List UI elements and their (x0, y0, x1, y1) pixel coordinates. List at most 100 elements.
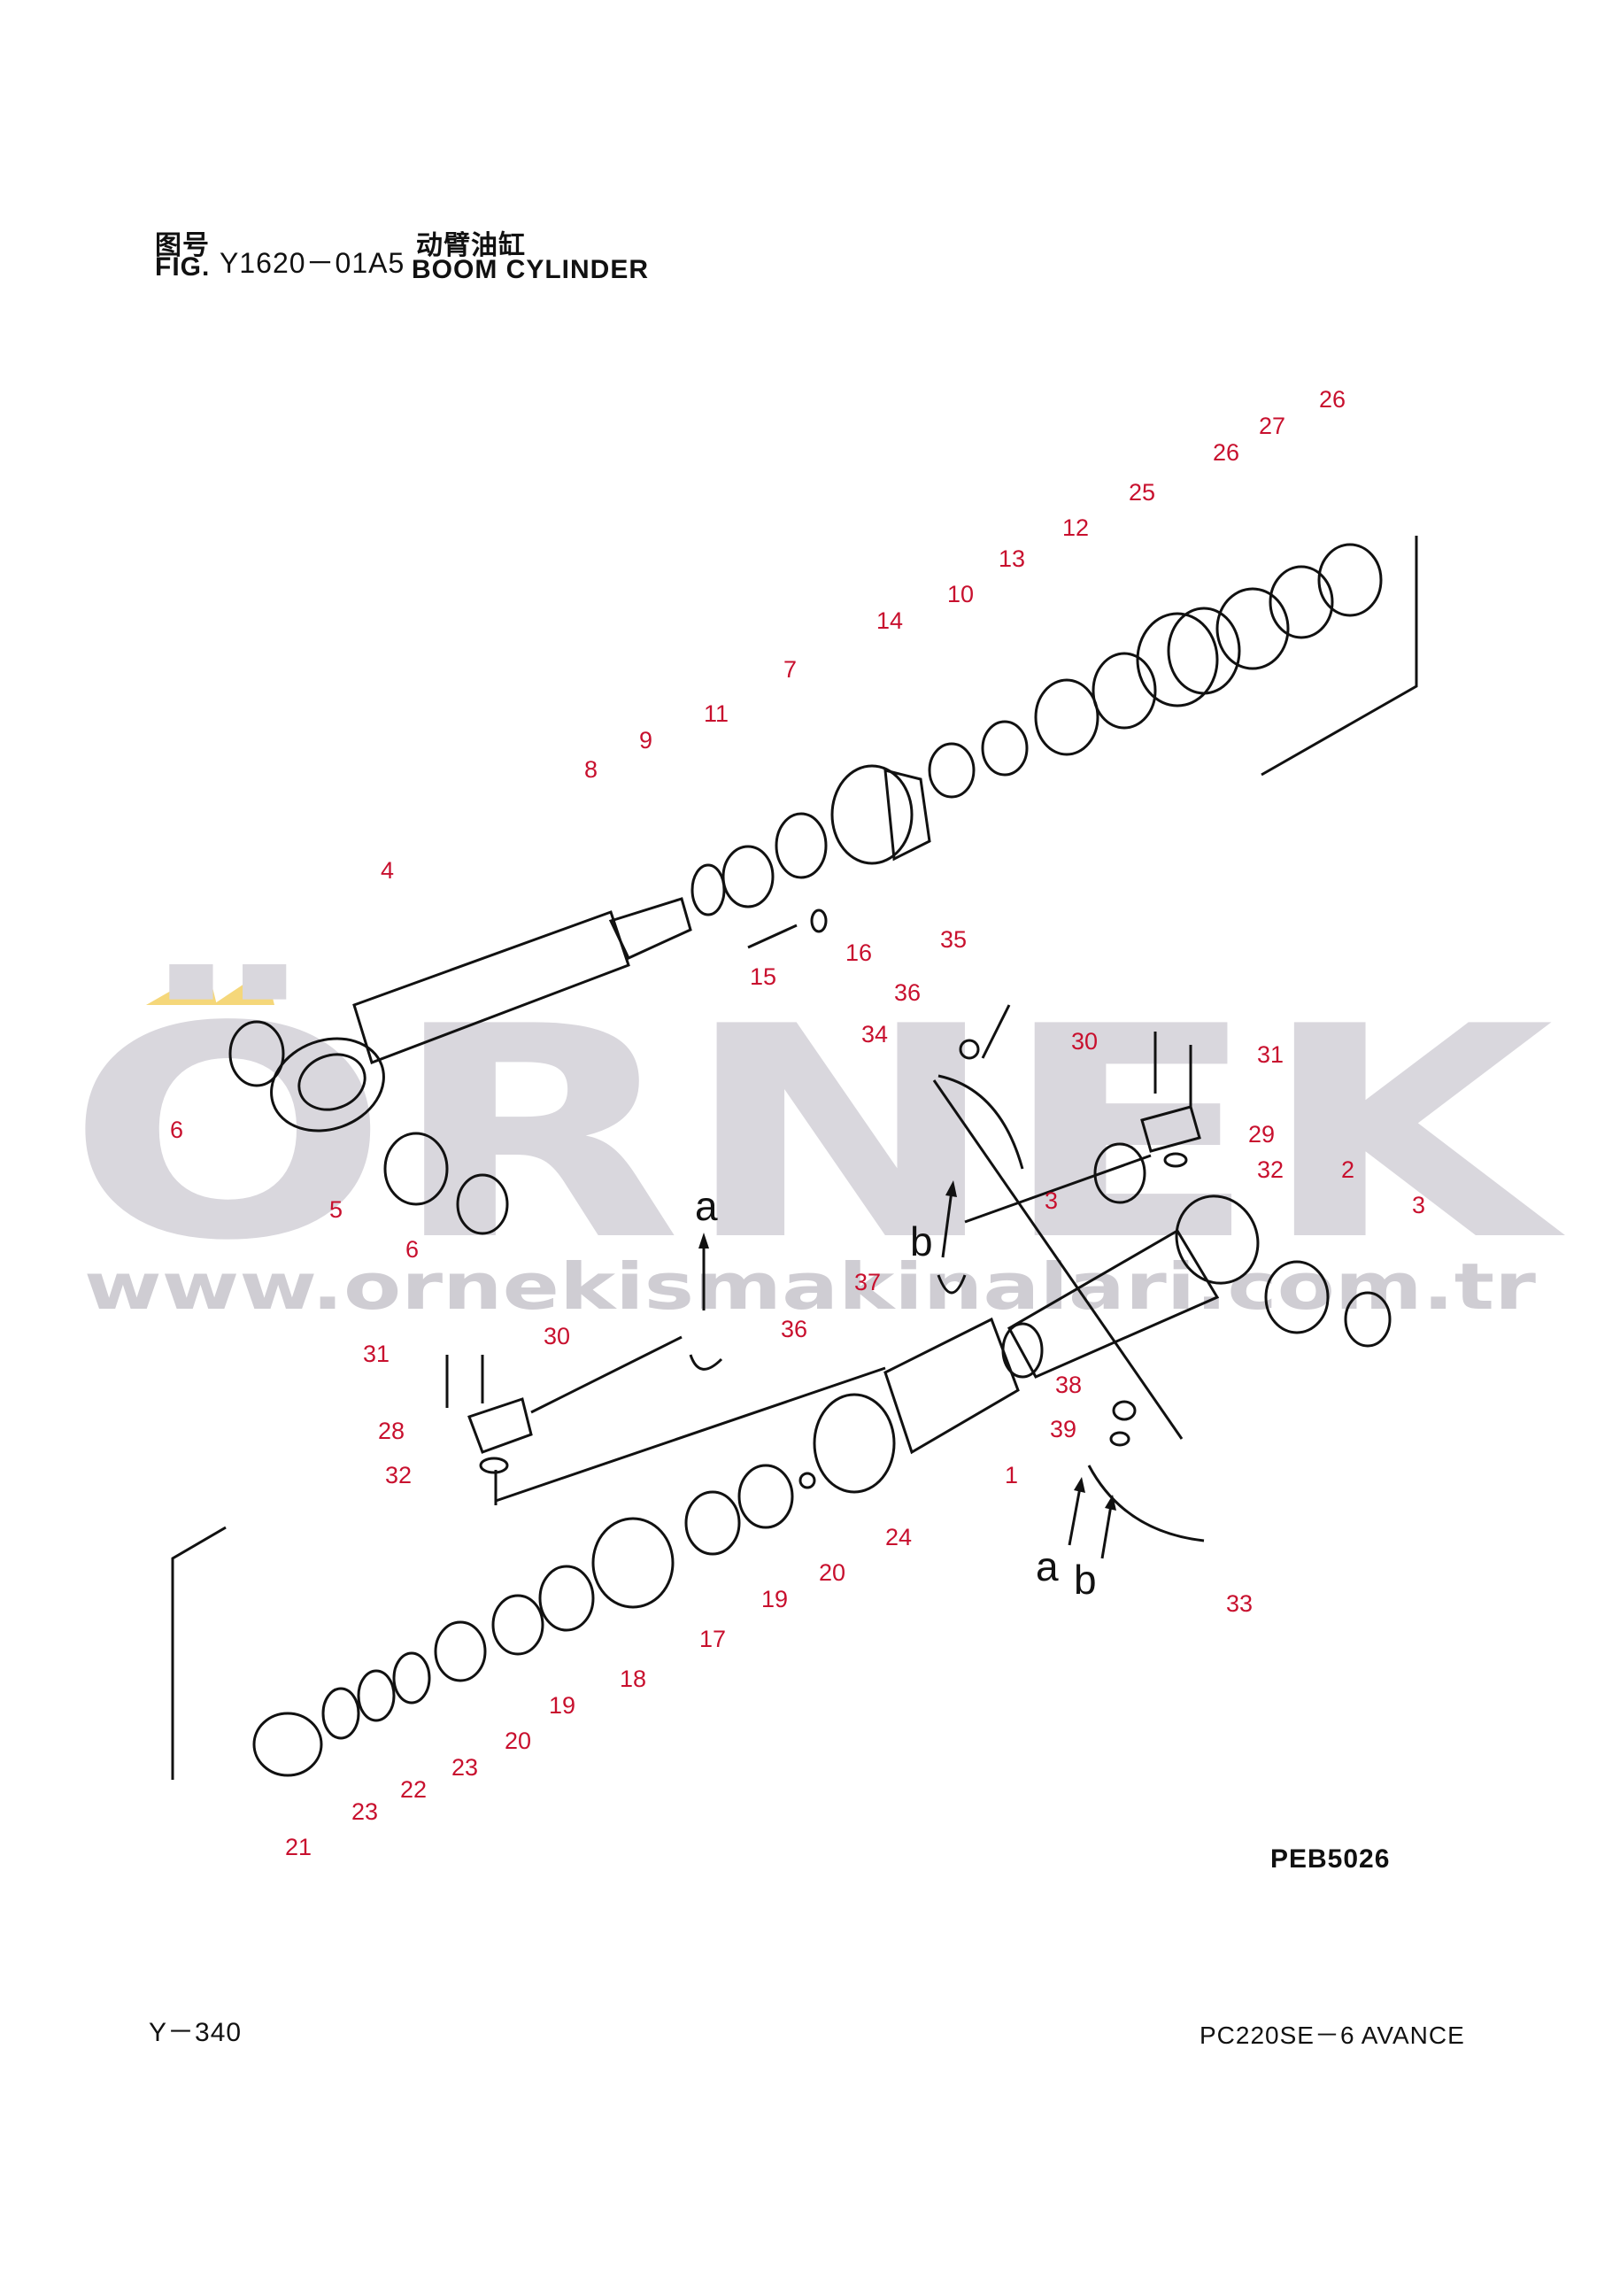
tube-bushing-2 (1264, 1260, 1330, 1334)
part-label: 17 (699, 1626, 726, 1652)
part-label: 6 (405, 1236, 419, 1263)
part-label: 21 (285, 1834, 312, 1860)
rod-body (352, 910, 630, 1064)
arrow-a-bottom (1068, 1487, 1082, 1546)
clip-37 (937, 1274, 967, 1295)
ring-12 (1092, 652, 1157, 730)
snap-ring (690, 863, 726, 916)
watermark-logo: ÖRNEK (66, 962, 1568, 1304)
part-label: 19 (761, 1586, 788, 1612)
part-label: 10 (947, 581, 974, 607)
part-label: 39 (1050, 1416, 1076, 1442)
washer-39 (1109, 1431, 1130, 1447)
fig-label-cn: 图号 (155, 231, 210, 260)
part-label: 3 (1412, 1192, 1425, 1218)
tube-bushing-3b (1093, 1142, 1146, 1204)
arrowhead-b-top (945, 1180, 957, 1197)
part-label: 32 (385, 1462, 412, 1488)
title-en: BOOM CYLINDER (412, 255, 649, 284)
ring-19b (491, 1594, 544, 1656)
watermark-accent-left (146, 970, 217, 1005)
clamp-33 (1087, 1465, 1205, 1542)
part-label: 20 (819, 1559, 845, 1586)
part-label: 23 (451, 1754, 478, 1781)
clamp-34 (937, 1074, 1024, 1170)
part-label: 36 (781, 1316, 807, 1342)
arrowhead-a-bottom (1074, 1477, 1085, 1493)
part-label: 14 (876, 607, 903, 634)
cylinder-tube (1001, 1194, 1260, 1379)
ring-13 (1034, 678, 1099, 756)
clip-36b (689, 1354, 723, 1371)
part-label: 30 (1071, 1028, 1098, 1055)
part-label: 8 (584, 756, 598, 783)
fig-label-en: FIG. (155, 252, 211, 282)
tube-eye (1175, 1194, 1260, 1285)
arrow-b-top (941, 1190, 953, 1258)
reference-letter: a (695, 1183, 718, 1229)
piston-rear (1167, 607, 1241, 695)
frame-line-bottom (171, 1526, 227, 1780)
part-label: 26 (1319, 386, 1346, 413)
part-label: 18 (620, 1666, 646, 1692)
part-label: 22 (400, 1776, 427, 1803)
part-label: 9 (639, 727, 652, 754)
ring-11 (775, 812, 828, 879)
ring-9 (721, 845, 775, 908)
part-label: 19 (549, 1692, 575, 1719)
tube-body (1007, 1228, 1220, 1379)
part-label: 16 (845, 939, 872, 966)
body-flange (813, 1393, 896, 1494)
part-label: 7 (783, 656, 797, 683)
part-label: 5 (329, 1196, 343, 1223)
flange-28 (467, 1397, 533, 1454)
part-label: 26 (1213, 439, 1239, 466)
part-label: 36 (894, 979, 921, 1006)
screw-24 (798, 1472, 816, 1489)
clamp-link (932, 1079, 1184, 1440)
part-label: 31 (363, 1341, 390, 1367)
part-label: 35 (940, 926, 967, 953)
watermark-accent-right (212, 970, 274, 1005)
rod-eye-bore (297, 1053, 366, 1111)
piston-rod (270, 897, 692, 1133)
washer-16 (810, 908, 828, 933)
ring-22 (357, 1669, 396, 1722)
reference-letter: a (1036, 1543, 1059, 1589)
ring-26b (1317, 543, 1383, 617)
cylinder-head-boss (883, 769, 931, 862)
rod-bushing-1 (228, 1020, 285, 1087)
rod-bushing-2 (456, 1173, 509, 1235)
nut-36a (959, 1039, 980, 1060)
part-label: 38 (1055, 1372, 1082, 1398)
oring-32b (1163, 1152, 1188, 1168)
piston (1136, 612, 1219, 707)
part-label: 20 (505, 1728, 531, 1754)
fig-number: Y1620－01A5 (220, 247, 405, 279)
part-label: 27 (1259, 413, 1285, 439)
model-name: PC220SE－6 AVANCE (1200, 2022, 1465, 2049)
ring-10 (981, 720, 1029, 777)
part-label: 33 (1226, 1590, 1253, 1617)
arrow-b-bottom (1100, 1504, 1113, 1559)
part-label: 24 (885, 1524, 912, 1550)
piston-17 (591, 1517, 675, 1609)
rod-thread (608, 897, 692, 960)
reference-letter: b (910, 1218, 933, 1264)
hose-line-c (964, 1154, 1152, 1224)
ring-23a (392, 1651, 431, 1705)
arrowhead-b-bottom (1105, 1495, 1116, 1511)
part-label: 4 (381, 857, 394, 884)
part-label: 30 (544, 1323, 570, 1349)
washer-38 (1112, 1400, 1137, 1421)
body-main (883, 1317, 1020, 1455)
collar-21 (252, 1712, 323, 1777)
ring-14 (928, 742, 976, 799)
part-label: 25 (1129, 479, 1155, 506)
part-label: 32 (1257, 1156, 1284, 1183)
rod-eye (270, 1037, 385, 1133)
